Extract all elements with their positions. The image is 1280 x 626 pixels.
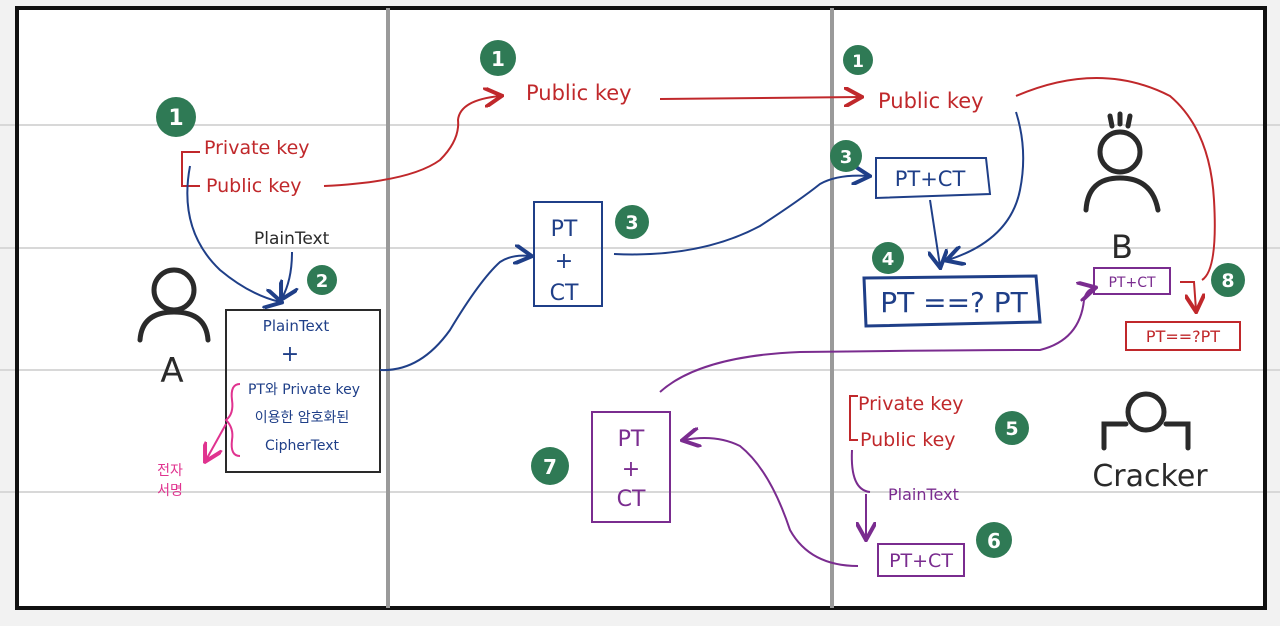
svg-text:1: 1 [168,106,183,131]
mid-to-right-arrow [613,176,868,256]
cracker-ptct-box [877,543,965,577]
step-badge-right-4: 4 [872,242,904,274]
actor-b-label: B [1111,228,1133,266]
cracker-label: Cracker [1092,459,1208,494]
svg-text:3: 3 [625,212,638,234]
svg-text:5: 5 [1005,418,1018,440]
key-to-box-arrow [186,165,280,302]
cracker-key-bracket [849,395,858,441]
mid2-box-ct: CT [617,487,646,512]
cracker-plaintext: PlainText [888,485,959,504]
step-badge-right-3: 3 [830,140,862,172]
svg-text:2: 2 [316,271,329,292]
cracker-box-ptct: PT+CT [889,550,953,572]
signature-brace [224,383,241,457]
mid-box-pt: PT [551,217,578,242]
svg-text:8: 8 [1221,270,1234,292]
box-plaintext: PlainText [263,317,330,335]
step-badge-right-8: 8 [1211,263,1245,297]
svg-text:1: 1 [491,47,505,71]
mid-box-plus: + [555,249,573,274]
step-badge-right-1: 1 [843,45,873,75]
verify-arrow [1180,281,1196,310]
step-badge-mid-1: 1 [480,40,516,76]
verify-compare-text: PT==?PT [1146,327,1220,346]
cracker-to-b-arrow [659,288,1094,393]
public-key-forward-arrow [659,97,860,99]
decrypt-arrow [930,199,940,266]
svg-text:1: 1 [852,52,864,72]
svg-text:4: 4 [882,249,895,270]
compare-text: PT ==? PT [880,286,1028,319]
mid-ptct-box [533,201,603,307]
key-decrypt-arrow [948,111,1025,260]
verify-compare-box [1125,321,1241,351]
svg-text:3: 3 [840,147,853,168]
cracker-plaintext-line [850,449,871,493]
step-badge-left-2: 2 [307,265,337,295]
mid2-box-pt: PT [618,427,645,452]
actor-a-label: A [160,351,183,391]
step-badge-left-1: 1 [156,97,196,137]
mid2-box-plus: + [622,457,640,482]
public-key-send-arrow [323,96,500,187]
signature-label-2: 서명 [157,483,183,499]
b-box-ptct: PT+CT [1108,275,1156,291]
step-badge-mid-7: 7 [531,447,569,485]
box-line3: PT와 Private key [248,382,360,398]
plaintext-label: PlainText [254,229,330,249]
public-key-label: Public key [206,175,302,197]
b-received-box [1093,267,1171,295]
cracker-forged-arrow [684,438,859,567]
mid-purple-box [591,411,671,523]
right-public-key-label: Public key [878,89,984,113]
box-to-middle-arrow [379,256,530,372]
signature-arrow [206,423,227,460]
signed-message-box [225,309,381,473]
box-line4: 이용한 암호화된 [255,410,350,426]
right-ptct-box [875,157,992,200]
right-box-ptct: PT+CT [895,167,966,191]
cracker-public-key: Public key [860,429,956,451]
step-badge-right-5: 5 [995,411,1029,445]
step-badge-right-6: 6 [976,522,1012,558]
cracker-icon [1101,391,1191,451]
private-key-label: Private key [204,137,310,159]
svg-text:7: 7 [543,455,557,479]
paper-background [0,6,1280,610]
key-pair-bracket [181,151,200,187]
compare-box [862,274,1042,328]
svg-text:6: 6 [987,529,1001,553]
person-b-icon [1083,111,1161,213]
mid-public-key-label: Public key [526,81,632,105]
person-a-icon [137,267,211,343]
public-key-to-b-line [1015,77,1216,281]
outer-frame [15,6,1267,610]
box-plus: + [281,342,299,367]
mid-box-ct: CT [550,281,579,306]
cracker-private-key: Private key [858,393,964,415]
signature-label-1: 전자 [157,463,183,479]
step-badge-mid-3: 3 [615,205,649,239]
box-line5: CipherText [265,438,340,454]
